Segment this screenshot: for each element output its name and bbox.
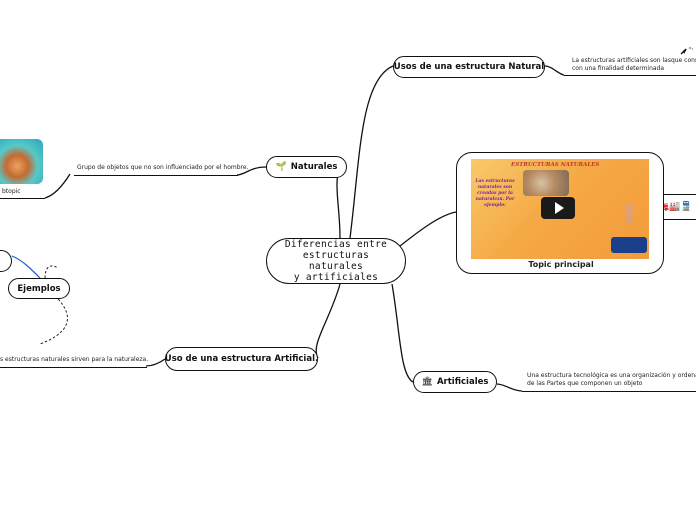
artificiales-note-line-3: Partes que componen un objeto bbox=[546, 380, 643, 387]
artificiales-note-line-1: Una estructura tecnológica es una organi… bbox=[527, 372, 696, 379]
naturales-note: Grupo de objetos que no son influenciado… bbox=[77, 164, 249, 171]
usos-natural-note-line-2: con una finalidad determinada bbox=[572, 65, 665, 72]
thumbnail-title: ESTRUCTURAS NATURALES bbox=[511, 162, 600, 168]
usos-natural-label: Usos de una estructura Natural bbox=[393, 62, 545, 72]
video-thumbnail[interactable]: ESTRUCTURAS NATURALES Las estructuras na… bbox=[471, 159, 649, 259]
subtopic-label: btopic bbox=[2, 188, 21, 195]
naturales-underline bbox=[74, 175, 238, 176]
usos-natural-node[interactable]: Usos de una estructura Natural bbox=[393, 56, 545, 78]
artificiales-note-line-2: de las bbox=[527, 380, 545, 387]
person-figure bbox=[625, 203, 633, 223]
play-icon bbox=[554, 202, 564, 214]
uso-artificial-note: s estructuras naturales sirven para la n… bbox=[0, 356, 149, 363]
thumbnail-text: Las estructuras naturales son creadas po… bbox=[475, 179, 515, 208]
pencil-icon bbox=[680, 47, 693, 55]
artificiales-label: Artificiales bbox=[436, 377, 489, 387]
video-topic-node[interactable]: ESTRUCTURAS NATURALES Las estructuras na… bbox=[456, 152, 664, 274]
caption-topic: Topic bbox=[528, 260, 552, 269]
artificiales-note: Una estructura tecnológica es una organi… bbox=[527, 372, 696, 388]
uso-artificial-underline bbox=[0, 367, 147, 368]
caption-principal: principal bbox=[554, 260, 594, 269]
naturales-label: Naturales bbox=[290, 162, 338, 172]
usos-natural-underline bbox=[564, 75, 696, 76]
ejemplos-label: Ejemplos bbox=[17, 283, 61, 294]
central-title-line-2: estructuras naturales bbox=[302, 250, 370, 272]
central-title-line-1: Diferencias entre bbox=[284, 239, 388, 250]
artificiales-node[interactable]: 🏛 Artificiales bbox=[413, 371, 497, 393]
uso-artificial-label: Uso de una estructura Artificial. bbox=[164, 354, 319, 364]
usos-natural-note-line-1: La estructuras artificiales son lasque c… bbox=[572, 57, 696, 64]
uso-artificial-node[interactable]: Uso de una estructura Artificial. bbox=[165, 347, 318, 371]
ejemplos-node[interactable]: Ejemplos bbox=[8, 278, 70, 299]
central-title-line-3: y artificiales bbox=[293, 272, 379, 283]
central-topic[interactable]: Diferencias entre estructuras naturales … bbox=[266, 238, 406, 284]
video-caption: Topic principal bbox=[457, 260, 663, 269]
artificiales-underline bbox=[522, 391, 696, 392]
channel-logo bbox=[611, 237, 647, 253]
vehicles-label: 🚗🚒🏭🚆 bbox=[647, 202, 692, 212]
plant-icon: 🌱 bbox=[275, 162, 287, 172]
play-button[interactable] bbox=[541, 197, 575, 219]
hermit-crab-image bbox=[0, 139, 43, 184]
naturales-node[interactable]: 🌱 Naturales bbox=[266, 156, 347, 178]
bank-icon: 🏛 bbox=[421, 377, 433, 387]
subtopic-underline bbox=[0, 198, 45, 199]
usos-natural-note: La estructuras artificiales son lasque c… bbox=[572, 57, 696, 73]
snail-image bbox=[523, 170, 569, 196]
